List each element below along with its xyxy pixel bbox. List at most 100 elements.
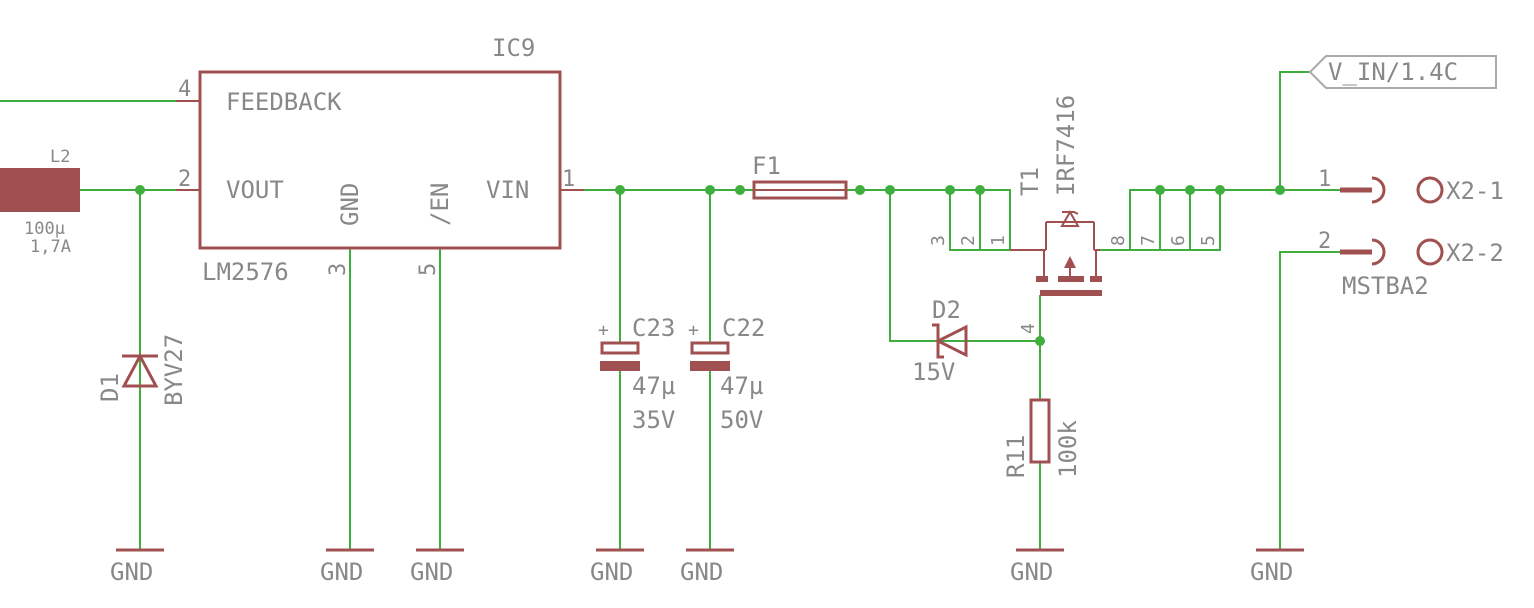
l2-name: L2 (50, 147, 70, 167)
ic9-pin5-number: 5 (416, 263, 441, 276)
gnd-symbol: GND (680, 548, 734, 586)
r11-value: 100k (1054, 420, 1082, 478)
ic9-vout-label: VOUT (226, 176, 284, 204)
f1-fuse: F1 (752, 152, 848, 200)
t1-pin-4: 4 (1018, 323, 1039, 334)
junction-dot (135, 185, 145, 195)
t1-pin-5: 5 (1198, 235, 1219, 246)
x2-2-terminal (1416, 238, 1444, 266)
ic9-regulator: IC9 LM2576 FEEDBACK VOUT VIN GND /EN 4 2… (176, 34, 584, 286)
junction-dot (1035, 336, 1045, 346)
junction-dot (1185, 185, 1195, 195)
c22-voltage: 50V (720, 406, 763, 434)
c23-capacitor: + C23 47µ 35V (598, 314, 675, 434)
t1-channel-seg (1090, 276, 1102, 282)
c22-value: 47µ (720, 372, 763, 400)
c23-voltage: 35V (632, 406, 675, 434)
c23-name: C23 (632, 314, 675, 342)
junction-dot (705, 185, 715, 195)
r11-name: R11 (1002, 435, 1030, 478)
ic9-feedback-label: FEEDBACK (226, 88, 342, 116)
junction-dot (855, 185, 865, 195)
ic9-vin-label: VIN (486, 176, 529, 204)
junction-dot (615, 185, 625, 195)
t1-pin-7: 7 (1138, 235, 1159, 246)
c22-polarity: + (688, 320, 699, 341)
vin-label-text: V_IN/1.4C (1328, 58, 1458, 86)
c22-plate-negative (690, 361, 730, 371)
ic9-pin1-number: 1 (562, 167, 575, 192)
vin-net-label: V_IN/1.4C (1308, 55, 1497, 89)
ic9-pin4-number: 4 (178, 77, 191, 102)
d2-triangle (934, 324, 968, 358)
d2-cathode-bar (932, 323, 944, 359)
x2-connector: 1 2 X2-1 X2-2 MSTBA2 (1318, 167, 1504, 300)
junction-dot (1155, 185, 1165, 195)
t1-pin-2: 2 (958, 235, 979, 246)
t1-zener-bar (1062, 211, 1079, 215)
c23-polarity: + (598, 320, 609, 341)
r11-resistor: R11 100k (1002, 398, 1082, 478)
d1-diode: D1 BYV27 (96, 334, 188, 406)
gnd-label: GND (590, 558, 633, 586)
gnd-symbol: GND (320, 548, 374, 586)
ic9-en-label: /EN (426, 183, 454, 226)
c22-plate-positive (690, 341, 730, 355)
d1-value: BYV27 (160, 334, 188, 406)
gnd-symbol: GND (110, 548, 164, 586)
gnd-label: GND (1010, 558, 1053, 586)
x2-2-label: X2-2 (1446, 239, 1504, 267)
junctions (135, 185, 1285, 346)
ic9-pin2-number: 2 (178, 167, 191, 192)
t1-pin-8: 8 (1108, 235, 1129, 246)
d2-zener: D2 15V (912, 296, 968, 386)
junction-dot (735, 185, 745, 195)
d2-value: 15V (912, 358, 955, 386)
junction-dot (975, 185, 985, 195)
gnd-label: GND (1250, 558, 1293, 586)
t1-mosfet: T1 IRF7416 3 2 1 8 7 6 5 4 (928, 95, 1219, 334)
t1-body-diode (1060, 209, 1080, 227)
t1-pin-6: 6 (1168, 235, 1189, 246)
gnd-symbols: GND GND GND GND GND GND GND (110, 548, 1304, 586)
d1-name: D1 (96, 373, 124, 402)
l2-value: 100µ (24, 219, 65, 239)
gnd-label: GND (680, 558, 723, 586)
gnd-symbol: GND (590, 548, 644, 586)
ic9-body (198, 70, 562, 250)
c23-plate-negative (600, 361, 640, 371)
t1-arrow (1064, 256, 1076, 268)
gnd-label: GND (110, 558, 153, 586)
ic9-name: IC9 (492, 34, 535, 62)
x2-value: MSTBA2 (1342, 272, 1429, 300)
d1-triangle (121, 352, 159, 388)
x2-1-socket (1371, 176, 1386, 204)
junction-dot (885, 185, 895, 195)
d2-name: D2 (932, 296, 961, 324)
gnd-label: GND (320, 558, 363, 586)
gnd-symbol: GND (1250, 548, 1304, 586)
gnd-label: GND (410, 558, 453, 586)
x2-1-terminal (1416, 176, 1444, 204)
l2-inductor: L2 100µ 1,7A (0, 147, 80, 257)
t1-channel-seg (1058, 276, 1084, 282)
junction-dot (945, 185, 955, 195)
f1-name: F1 (752, 152, 781, 180)
x2-1-pin-number: 1 (1318, 167, 1331, 192)
t1-gate-plate (1040, 290, 1102, 296)
vin-label-flag (1308, 55, 1497, 89)
x2-2-pin-number: 2 (1318, 229, 1331, 254)
gnd-symbol: GND (1010, 548, 1064, 586)
t1-channel-seg (1036, 276, 1048, 282)
t1-value: IRF7416 (1052, 95, 1080, 196)
t1-name: T1 (1016, 167, 1044, 196)
c23-plate-positive (600, 341, 640, 355)
t1-pin-1: 1 (988, 235, 1009, 246)
junction-dot (1275, 185, 1285, 195)
ic9-pin3-number: 3 (326, 263, 351, 276)
c22-name: C22 (722, 314, 765, 342)
l2-body (0, 168, 80, 212)
gnd-symbol: GND (410, 548, 464, 586)
ic9-value: LM2576 (202, 258, 289, 286)
l2-current: 1,7A (30, 237, 71, 257)
